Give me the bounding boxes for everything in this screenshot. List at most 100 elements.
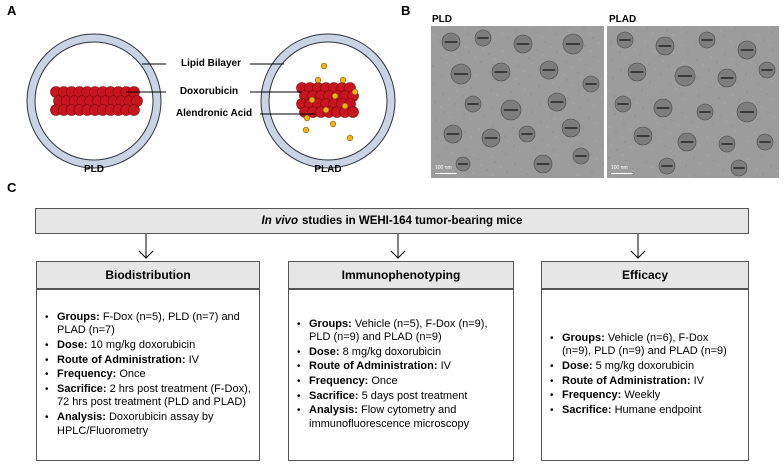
tem-texture [719, 115, 721, 117]
tem-texture [581, 143, 583, 145]
list-item: Frequency: Once [45, 368, 251, 382]
plad-liposome [260, 33, 396, 169]
tem-texture [693, 157, 695, 159]
tem-texture [670, 101, 672, 103]
tem-texture [489, 120, 491, 122]
tem-texture [485, 151, 487, 153]
tem-texture [431, 150, 433, 152]
scale-label-plad: 100 nm [611, 165, 628, 171]
list-item: Groups: Vehicle (n=6), F-Dox (n=9), PLD … [550, 332, 740, 359]
tem-texture [768, 26, 770, 28]
tem-texture [707, 51, 709, 53]
drug-sphere [347, 106, 359, 118]
tem-texture [771, 80, 773, 82]
tem-texture [629, 128, 631, 130]
tem-texture [514, 60, 516, 62]
tem-texture [431, 29, 432, 31]
tem-texture [623, 123, 625, 125]
tem-texture [440, 106, 442, 108]
tem-texture [584, 45, 586, 47]
tem-texture [651, 166, 653, 168]
tem-texture [499, 148, 501, 150]
tem-texture [555, 136, 557, 138]
tem-texture [552, 131, 554, 133]
tem-texture [477, 159, 479, 161]
tem-texture [627, 92, 629, 94]
tem-texture [555, 33, 557, 35]
tem-texture [702, 64, 704, 66]
tem-texture [607, 139, 609, 141]
tem-texture [443, 160, 445, 162]
tem-texture [642, 107, 644, 109]
tem-texture [708, 172, 710, 174]
tem-texture [680, 26, 682, 28]
tem-texture [478, 26, 480, 27]
tem-texture [544, 90, 546, 92]
tem-texture [725, 120, 727, 122]
tem-texture [581, 94, 583, 96]
item-key: Analysis: [57, 410, 106, 423]
tem-texture [467, 82, 469, 84]
biodistribution-list: Groups: F-Dox (n=5), PLD (n=7) and PLAD … [45, 311, 251, 439]
tem-texture [536, 49, 538, 51]
tem-texture [569, 30, 571, 32]
tem-texture [691, 121, 693, 123]
list-item: Route of Administration: IV [45, 354, 251, 368]
tem-texture [658, 37, 660, 39]
tem-texture [777, 36, 779, 38]
tem-texture [524, 88, 526, 90]
tem-texture [772, 49, 774, 51]
tem-texture [460, 59, 462, 61]
tem-texture [491, 156, 493, 158]
tem-texture [750, 60, 752, 62]
tem-texture [517, 65, 519, 67]
tem-texture [465, 46, 467, 48]
flow-arrows [138, 234, 646, 259]
tem-texture [685, 116, 687, 118]
tem-texture [714, 26, 716, 27]
tem-texture [513, 145, 515, 147]
list-item: Frequency: Once [297, 375, 505, 389]
tem-texture [472, 172, 474, 174]
tem-texture [713, 159, 715, 161]
pld-liposome [26, 33, 162, 169]
tem-texture [600, 78, 602, 80]
tem-texture [597, 176, 599, 178]
arrow-biodistribution [138, 234, 154, 259]
tem-texture [566, 79, 568, 81]
tem-texture [650, 99, 652, 101]
tem-texture [591, 171, 593, 173]
tem-texture [475, 74, 477, 76]
item-key: Analysis: [309, 404, 358, 417]
tem-texture [579, 58, 581, 60]
tem-texture [660, 176, 662, 178]
item-key: Sacrifice: [309, 389, 359, 402]
tem-texture [719, 164, 721, 166]
tem-texture [770, 165, 772, 167]
label-pld: PLD [84, 164, 104, 175]
tem-texture [549, 28, 551, 30]
tem-micrograph-plad [607, 26, 779, 178]
tem-texture [625, 159, 627, 161]
tem-texture [510, 91, 512, 93]
alendronic-particle [314, 76, 322, 84]
tem-texture [512, 127, 514, 129]
tem-texture [579, 107, 581, 109]
tem-texture [590, 50, 592, 52]
tem-texture [580, 76, 582, 78]
tem-texture [620, 69, 622, 71]
tem-texture [507, 37, 509, 39]
tem-texture [663, 127, 665, 129]
item-key: Groups: [309, 317, 352, 330]
tem-texture [724, 53, 726, 55]
tem-texture [736, 63, 738, 65]
tem-texture [645, 161, 647, 163]
tem-texture [540, 121, 542, 123]
list-item: Dose: 5 mg/kg doxorubicin [550, 360, 740, 374]
panel-letter-c: C [7, 180, 17, 195]
tem-texture [433, 83, 435, 85]
tem-texture [658, 140, 660, 142]
item-text: 5 days post treatment [361, 389, 468, 402]
tem-texture [769, 44, 771, 46]
tem-texture [778, 54, 779, 56]
